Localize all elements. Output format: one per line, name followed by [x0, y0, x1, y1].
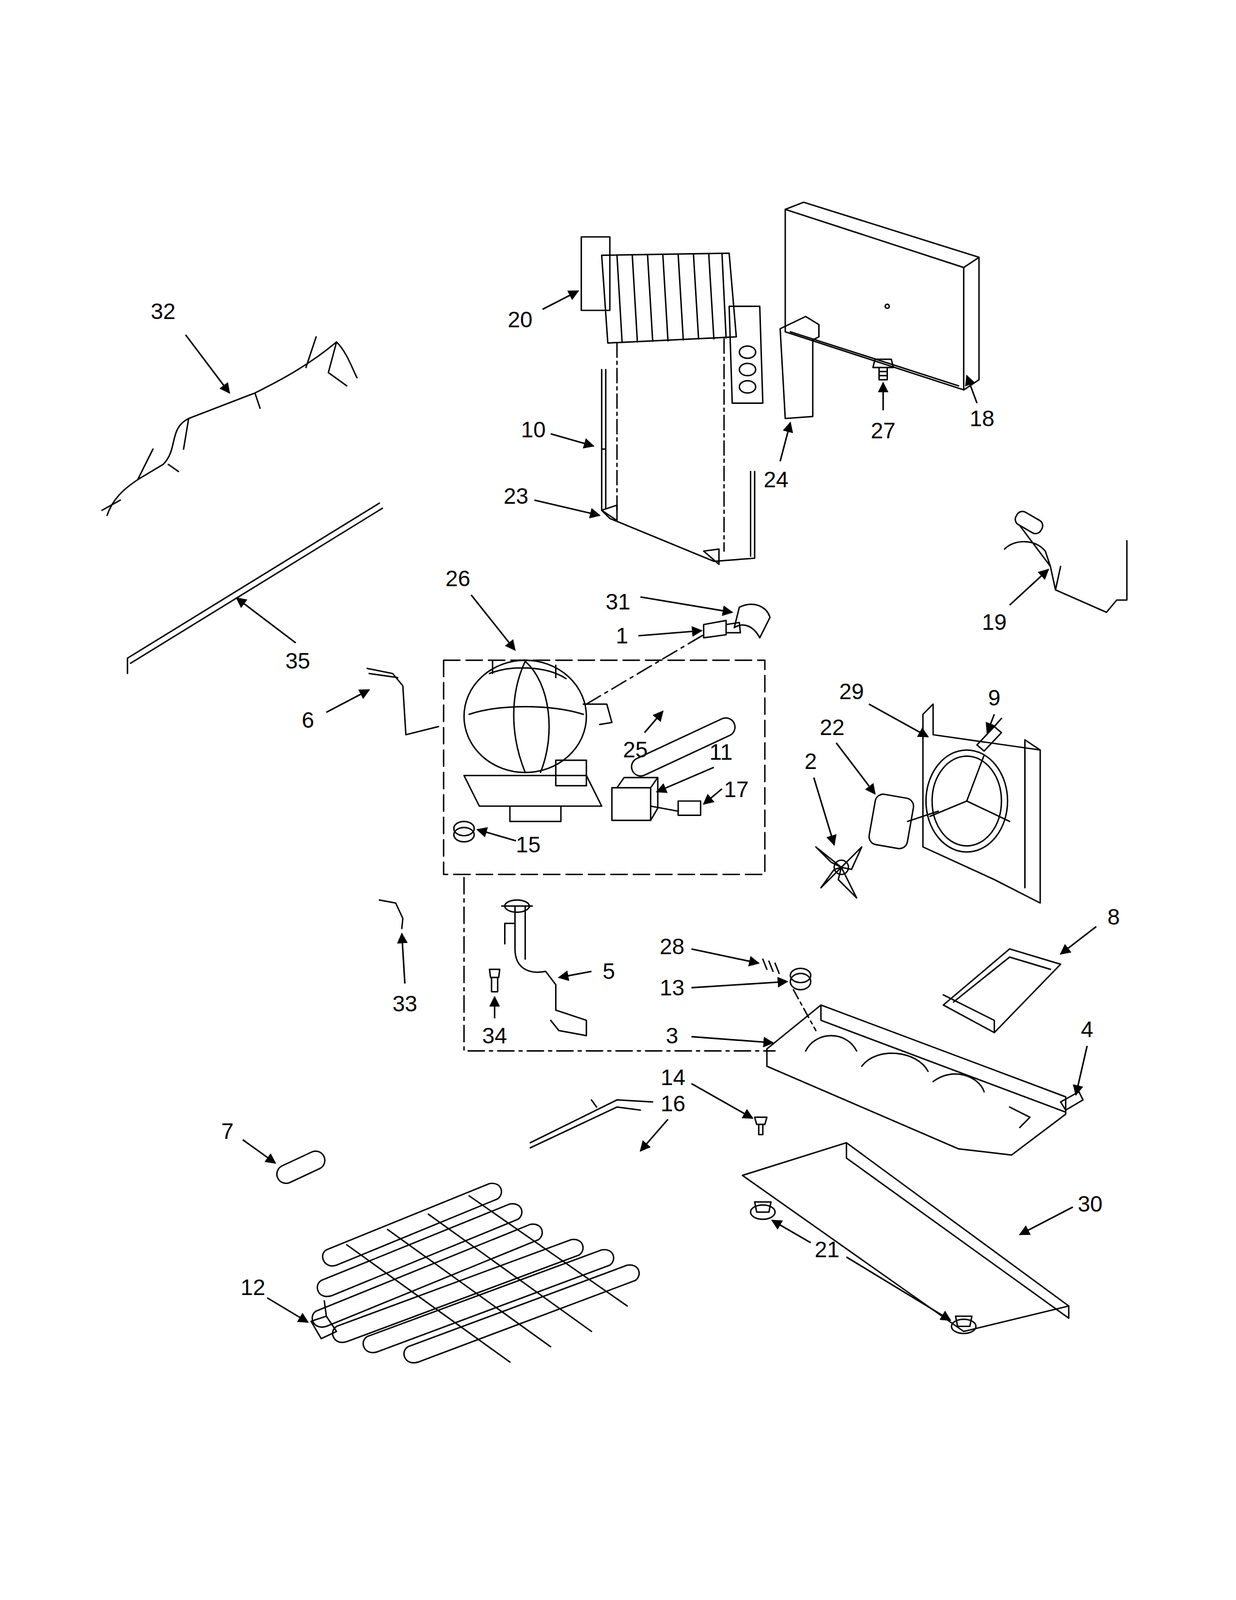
- callout-number: 29: [839, 680, 864, 703]
- callout-number: 34: [482, 1024, 508, 1047]
- callout-number: 23: [503, 484, 529, 508]
- callout-number: 2: [804, 749, 818, 773]
- callout-number: 20: [507, 308, 533, 331]
- callout-number: 11: [709, 740, 733, 763]
- callout-number: 4: [1080, 1017, 1094, 1041]
- callout-number: 28: [659, 934, 685, 958]
- callout-number: 17: [723, 777, 749, 801]
- callout-number: 9: [988, 686, 1001, 709]
- callout-number: 14: [660, 1065, 686, 1089]
- callout-number: 25: [622, 738, 648, 761]
- callout-number: 24: [763, 468, 789, 491]
- callout-number: 33: [392, 992, 418, 1015]
- callout-number: 6: [301, 708, 315, 731]
- callout-number: 21: [814, 1237, 840, 1261]
- callout-number: 10: [521, 418, 546, 441]
- callout-number: 12: [240, 1275, 266, 1299]
- callout-number: 26: [445, 567, 471, 590]
- callout-number: 3: [665, 1024, 679, 1047]
- callout-number: 32: [150, 300, 176, 323]
- callout-number: 30: [1077, 1192, 1103, 1215]
- callout-number: 19: [982, 610, 1007, 634]
- callout-number: 13: [659, 976, 685, 999]
- callout-number: 35: [285, 649, 311, 672]
- callout-number: 5: [602, 959, 616, 983]
- callout-number: 1: [616, 624, 629, 647]
- callout-number: 31: [605, 590, 631, 613]
- callout-number: 16: [660, 1092, 686, 1115]
- callout-number: 22: [819, 715, 845, 739]
- callout-number: 7: [221, 1119, 234, 1142]
- callout-number: 8: [1107, 905, 1121, 928]
- callout-number: 18: [969, 407, 995, 430]
- callout-number: 15: [515, 833, 541, 856]
- callout-number: 27: [870, 419, 896, 442]
